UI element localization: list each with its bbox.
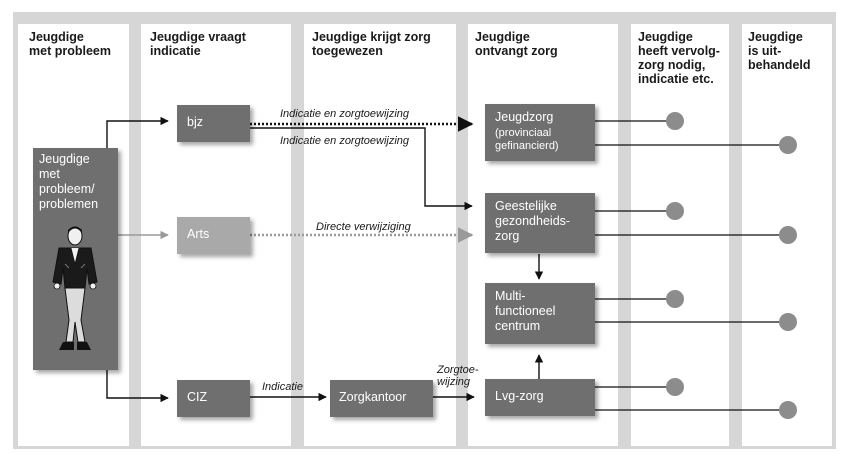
box-jeugdzorg-label: Jeugdzorg <box>495 110 554 124</box>
box-bjz: bjz <box>177 105 250 142</box>
end-dot <box>779 313 797 331</box>
column-heading-5: Jeugdige heeft vervolg- zorg nodig, indi… <box>638 30 720 86</box>
youth-figure-illustration <box>52 226 98 350</box>
box-zorgkantoor-label: Zorgkantoor <box>339 390 407 404</box>
end-dot <box>666 290 684 308</box>
box-ciz-label: CIZ <box>187 390 208 404</box>
arrow-jeugdige-ciz <box>106 370 169 403</box>
end-dot <box>666 112 684 130</box>
end-dot <box>779 136 797 154</box>
box-ciz: CIZ <box>177 380 250 417</box>
edge-label-bjz-ggz: Indicatie en zorgtoewijzing <box>280 135 410 147</box>
box-arts-label: Arts <box>187 227 210 241</box>
edge-label-ciz-zorgkantoor: Indicatie <box>262 381 303 393</box>
edge-label-bjz-jeugdzorg: Indicatie en zorgtoewijzing <box>280 108 410 120</box>
box-multi-label: Multi- functioneel centrum <box>495 289 556 333</box>
column-heading-2: Jeugdige vraagt indicatie <box>150 30 246 58</box>
box-jeugdzorg: Jeugdzorg (provinciaal gefinancierd) <box>485 104 595 161</box>
column-heading-1: Jeugdige met probleem <box>29 30 111 58</box>
arrow-bjz-ggz <box>250 127 473 211</box>
edge-label-zorgkantoor-lvg: Zorgtoe- wijzing <box>437 364 479 388</box>
box-multifunctioneel-centrum: Multi- functioneel centrum <box>485 283 595 344</box>
box-jeugdige-label: Jeugdige met probleem/ problemen <box>39 152 99 211</box>
box-bjz-label: bjz <box>187 115 203 129</box>
box-lvg-label: Lvg-zorg <box>495 389 544 403</box>
box-geestelijke-gezondheidszorg: Geestelijke gezondheids- zorg <box>485 193 595 253</box>
box-lvg-zorg: Lvg-zorg <box>485 379 595 416</box>
column-heading-3: Jeugdige krijgt zorg toegewezen <box>312 30 431 58</box>
end-dot <box>779 401 797 419</box>
box-jeugdzorg-sublabel: (provinciaal gefinancierd) <box>495 127 559 152</box>
box-arts: Arts <box>177 217 250 254</box>
end-dot <box>779 226 797 244</box>
box-jeugdige-met-probleem: Jeugdige met probleem/ problemen <box>33 148 118 370</box>
column-heading-4: Jeugdige ontvangt zorg <box>475 30 558 58</box>
edge-label-arts-ggz: Directe verwijziging <box>316 221 411 233</box>
end-dot <box>666 202 684 220</box>
end-dot <box>666 378 684 396</box>
box-zorgkantoor: Zorgkantoor <box>330 380 433 417</box>
column-heading-6: Jeugdige is uit- behandeld <box>748 30 811 72</box>
box-ggz-label: Geestelijke gezondheids- zorg <box>495 199 571 243</box>
